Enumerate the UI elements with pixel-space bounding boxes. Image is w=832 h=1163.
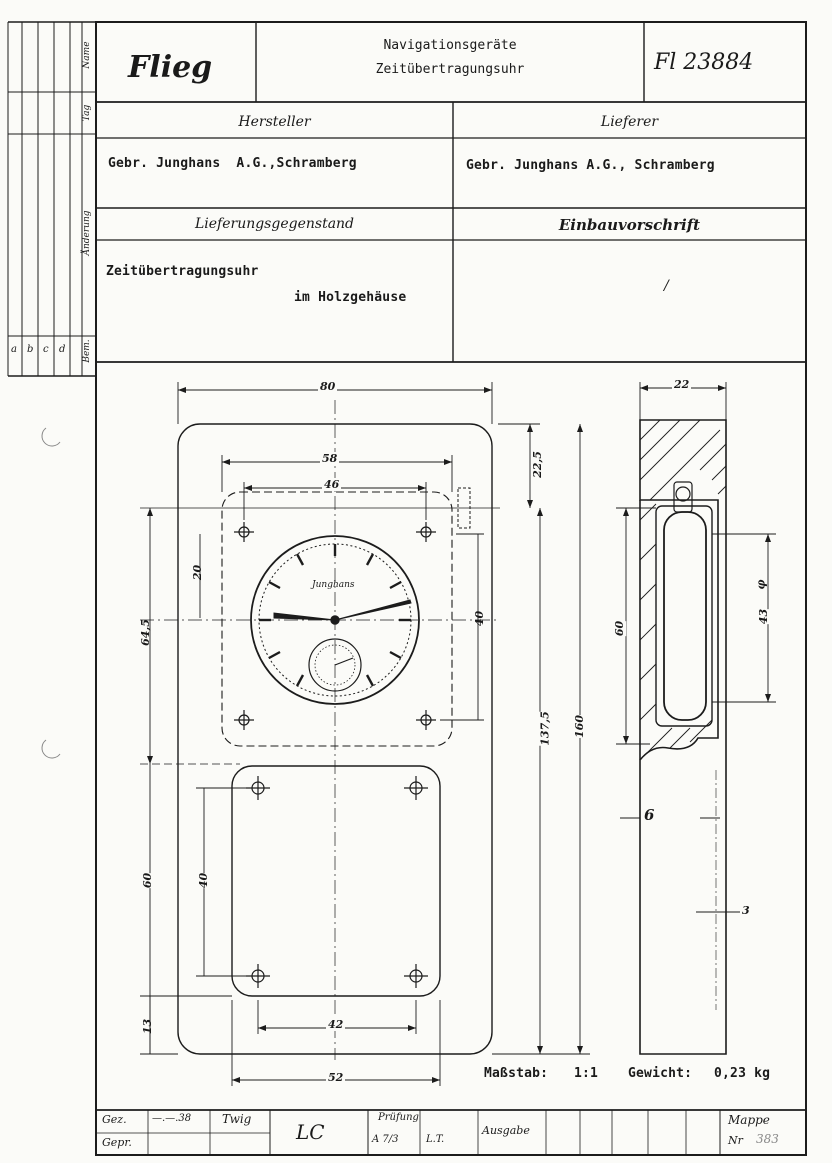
dim-depth-22: 22 (672, 378, 692, 391)
installation-value: / (664, 278, 669, 294)
dim-height-20: 20 (191, 564, 205, 581)
dim-height-22-5: 22,5 (530, 451, 544, 478)
dim-side-phi: φ (754, 579, 768, 590)
dim-side-43: 43 (757, 608, 771, 625)
clock-recess-outline (221, 491, 453, 747)
title-line-2: Zeitübertragungsuhr (375, 62, 525, 77)
dim-width-52: 52 (326, 1071, 346, 1084)
weight-label: Gewicht: (628, 1066, 693, 1081)
drawn-label: Gez. (102, 1113, 127, 1126)
margin-letter-a: a (11, 344, 17, 355)
dim-side-60: 60 (613, 620, 627, 637)
dim-width-42: 42 (326, 1018, 346, 1031)
folder-no: 383 (756, 1132, 779, 1146)
dim-height-40-lower: 40 (197, 872, 211, 889)
dim-side-6: 6 (644, 806, 655, 824)
folder-label: Mappe (728, 1113, 770, 1127)
dim-width-46: 46 (322, 478, 342, 491)
checked-label: Gepr. (102, 1136, 132, 1149)
sub-seconds-dial (308, 638, 362, 692)
margin-letter-d: d (59, 344, 66, 355)
delivery-item-line-2: im Holzgehäuse (294, 290, 407, 305)
dim-height-60-left: 60 (141, 872, 155, 889)
weight-value: 0,23 kg (714, 1066, 771, 1081)
delivery-item-line-1: Zeitübertragungsuhr (106, 264, 259, 279)
dim-height-40-right: 40 (473, 610, 487, 627)
dim-side-3: 3 (742, 904, 750, 917)
margin-letter-c: c (43, 344, 49, 355)
dim-height-137-5: 137,5 (538, 711, 552, 746)
drawing-number: Fl 23884 (654, 50, 754, 75)
margin-name-label: Name (82, 41, 92, 69)
review-note: L.T. (426, 1134, 445, 1145)
dim-height-160: 160 (572, 715, 586, 738)
folder-no-label: Nr (728, 1134, 743, 1147)
brand-name: Flieg (128, 50, 213, 85)
dim-width-80: 80 (318, 380, 338, 393)
dim-height-64-5: 64,5 (138, 619, 152, 646)
drawn-initials: Twig (222, 1112, 252, 1126)
title-line-1: Navigationsgeräte (383, 38, 517, 53)
lower-plate-outline (231, 765, 441, 997)
side-section-outline (639, 419, 727, 1055)
margin-change-label: Änderung (82, 210, 92, 256)
dim-width-58: 58 (320, 452, 340, 465)
side-clock-body (655, 505, 713, 727)
manufacturer-value: Gebr. Junghans A.G.,Schramberg (108, 156, 357, 171)
supplier-label: Lieferer (600, 114, 659, 130)
margin-note-label: Bem. (82, 339, 92, 363)
margin-letter-b: b (27, 344, 34, 355)
installation-label: Einbauvorschrift (558, 216, 701, 234)
margin-date-label: Tag (82, 104, 92, 122)
clock-dial-outer (250, 535, 420, 705)
initials-lc: LC (296, 1120, 325, 1144)
dial-logo: Junghans (312, 580, 355, 590)
supplier-value: Gebr. Junghans A.G., Schramberg (466, 158, 715, 173)
review-label: Prüfung (378, 1112, 419, 1123)
review-code: A 7/3 (372, 1134, 399, 1145)
scale-value: 1:1 (574, 1066, 599, 1081)
delivery-item-label: Lieferungsgegenstand (194, 216, 355, 232)
issue-label: Ausgabe (482, 1124, 530, 1137)
drawn-date: —.—.38 (152, 1113, 192, 1124)
scale-label: Maßstab: (484, 1066, 549, 1081)
dim-height-13: 13 (141, 1018, 155, 1035)
manufacturer-label: Hersteller (238, 114, 311, 130)
